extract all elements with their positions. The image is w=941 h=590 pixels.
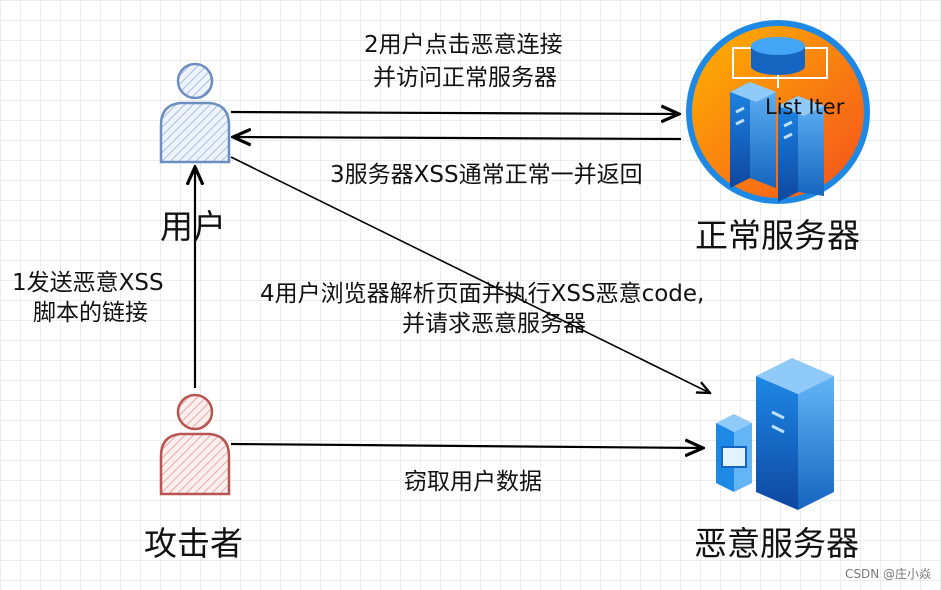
node-label-malicious-server: 恶意服务器 [694,524,859,563]
edge-user-to-malicious-server [230,156,710,393]
watermark: CSDN @庄小焱 [844,567,931,581]
edge-label-step2-line2: 并访问正常服务器 [373,65,557,91]
edge-attacker-to-malicious-server [230,444,703,448]
node-label-normal-server: 正常服务器 [695,216,860,255]
edge-user-to-normal-server [230,112,679,114]
node-label-user: 用户 [160,207,226,246]
normal-server-icon-label: List Iter [765,95,845,119]
user-icon [159,62,231,164]
server-icon [716,358,834,510]
edge-label-step2-line1: 2用户点击恶意连接 [364,32,563,58]
server-database-icon [686,20,870,204]
edge-normal-server-to-user [233,137,682,139]
edge-label-steal: 窃取用户数据 [404,469,542,495]
edge-label-step4-line2: 并请求恶意服务器 [402,311,586,337]
edge-label-step3: 3服务器XSS通常正常一并返回 [330,162,643,188]
edge-label-step4-line1: 4用户浏览器解析页面并执行XSS恶意code, [260,281,705,307]
edge-label-step1-line2: 脚本的链接 [33,300,148,326]
attacker-icon [159,393,231,496]
node-label-attacker: 攻击者 [144,524,243,563]
edge-label-step1-line1: 1发送恶意XSS [12,270,164,296]
